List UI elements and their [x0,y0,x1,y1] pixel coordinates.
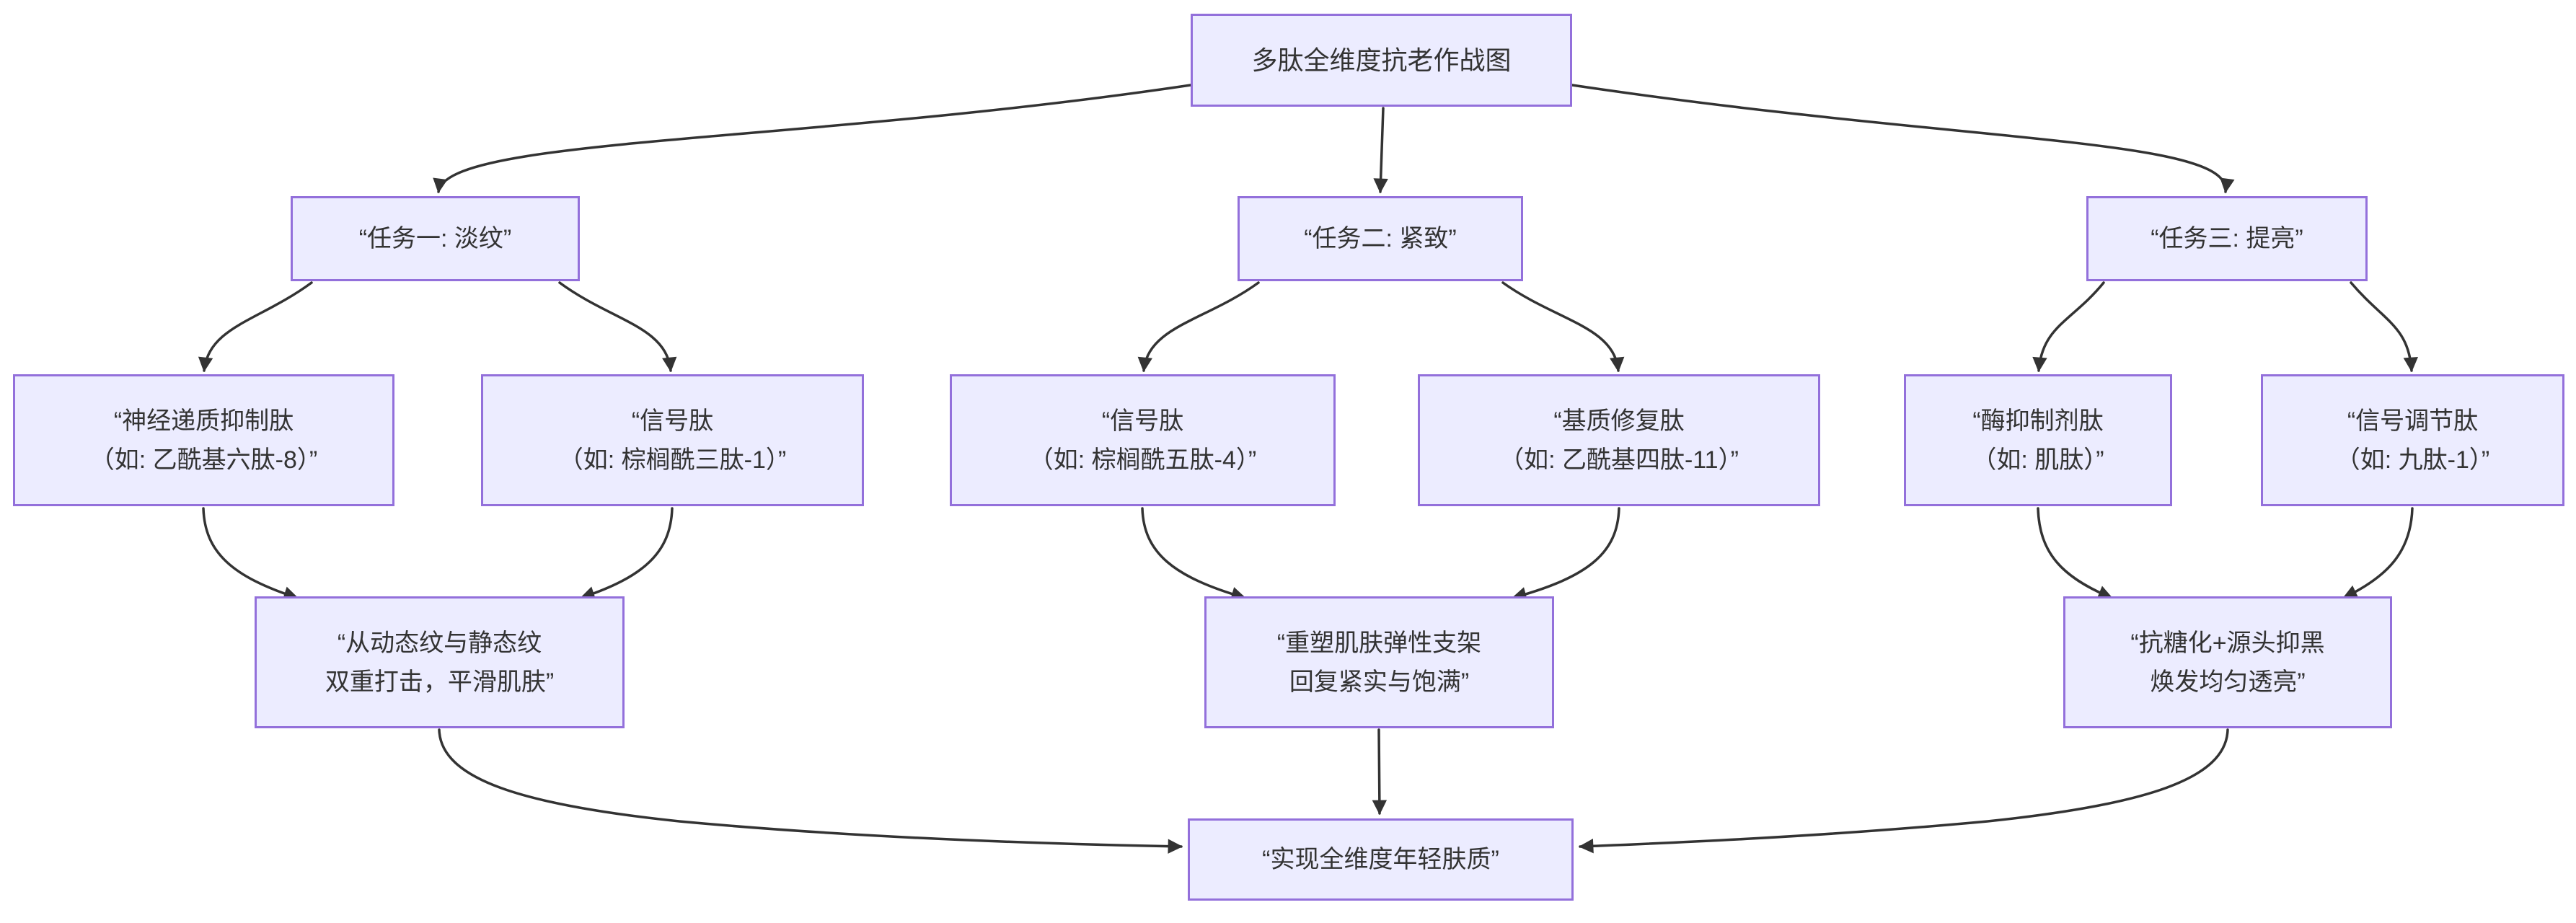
edge-task1-child1 [198,281,313,373]
node-root: 多肽全维度抗老作战图 [1191,14,1572,107]
node-result3: “抗糖化+源头抑黑 焕发均匀透亮” [2063,596,2392,728]
node-task3-child1: “酶抑制剂肽 （如: 肌肽）” [1904,374,2172,506]
edge-root-task2 [1373,107,1388,194]
edge-result3-final [1578,728,2229,854]
edge-child2-result1 [580,507,674,601]
edge-child4-result2 [1512,507,1620,601]
node-task1-child2: “信号肽 （如: 棕榈酰三肽-1）” [481,374,864,506]
node-final: “实现全维度年轻肤质” [1188,818,1574,901]
node-result2: “重塑肌肤弹性支架 回复紧实与饱满” [1204,596,1554,728]
edge-child1-result1 [202,507,299,601]
node-task3-child2: “信号调节肽 （如: 九肽-1）” [2261,374,2564,506]
node-task1-child1: “神经递质抑制肽 （如: 乙酰基六肽-8）” [13,374,394,506]
edge-root-task1 [433,84,1192,194]
edge-result1-final [438,728,1183,854]
edge-task2-child2 [1501,281,1625,373]
edge-child5-result3 [2037,507,2113,600]
node-task2-child1: “信号肽 （如: 棕榈酰五肽-4）” [950,374,1336,506]
node-task3: “任务三: 提亮” [2086,196,2368,281]
edge-child6-result3 [2342,507,2414,599]
node-task1: “任务一: 淡纹” [291,196,580,281]
edge-child3-result2 [1141,507,1246,601]
node-task2-child2: “基质修复肽 （如: 乙酰基四肽-11）” [1418,374,1820,506]
edge-task1-child2 [558,281,677,373]
edge-result2-final [1372,728,1388,816]
edge-task3-child2 [2350,281,2418,373]
node-task2: “任务二: 紧致” [1238,196,1523,281]
edge-task2-child1 [1137,281,1260,373]
node-result1: “从动态纹与静态纹 双重打击，平滑肌肤” [255,596,625,728]
edge-root-task3 [1571,84,2235,194]
edge-task3-child1 [2032,281,2105,373]
